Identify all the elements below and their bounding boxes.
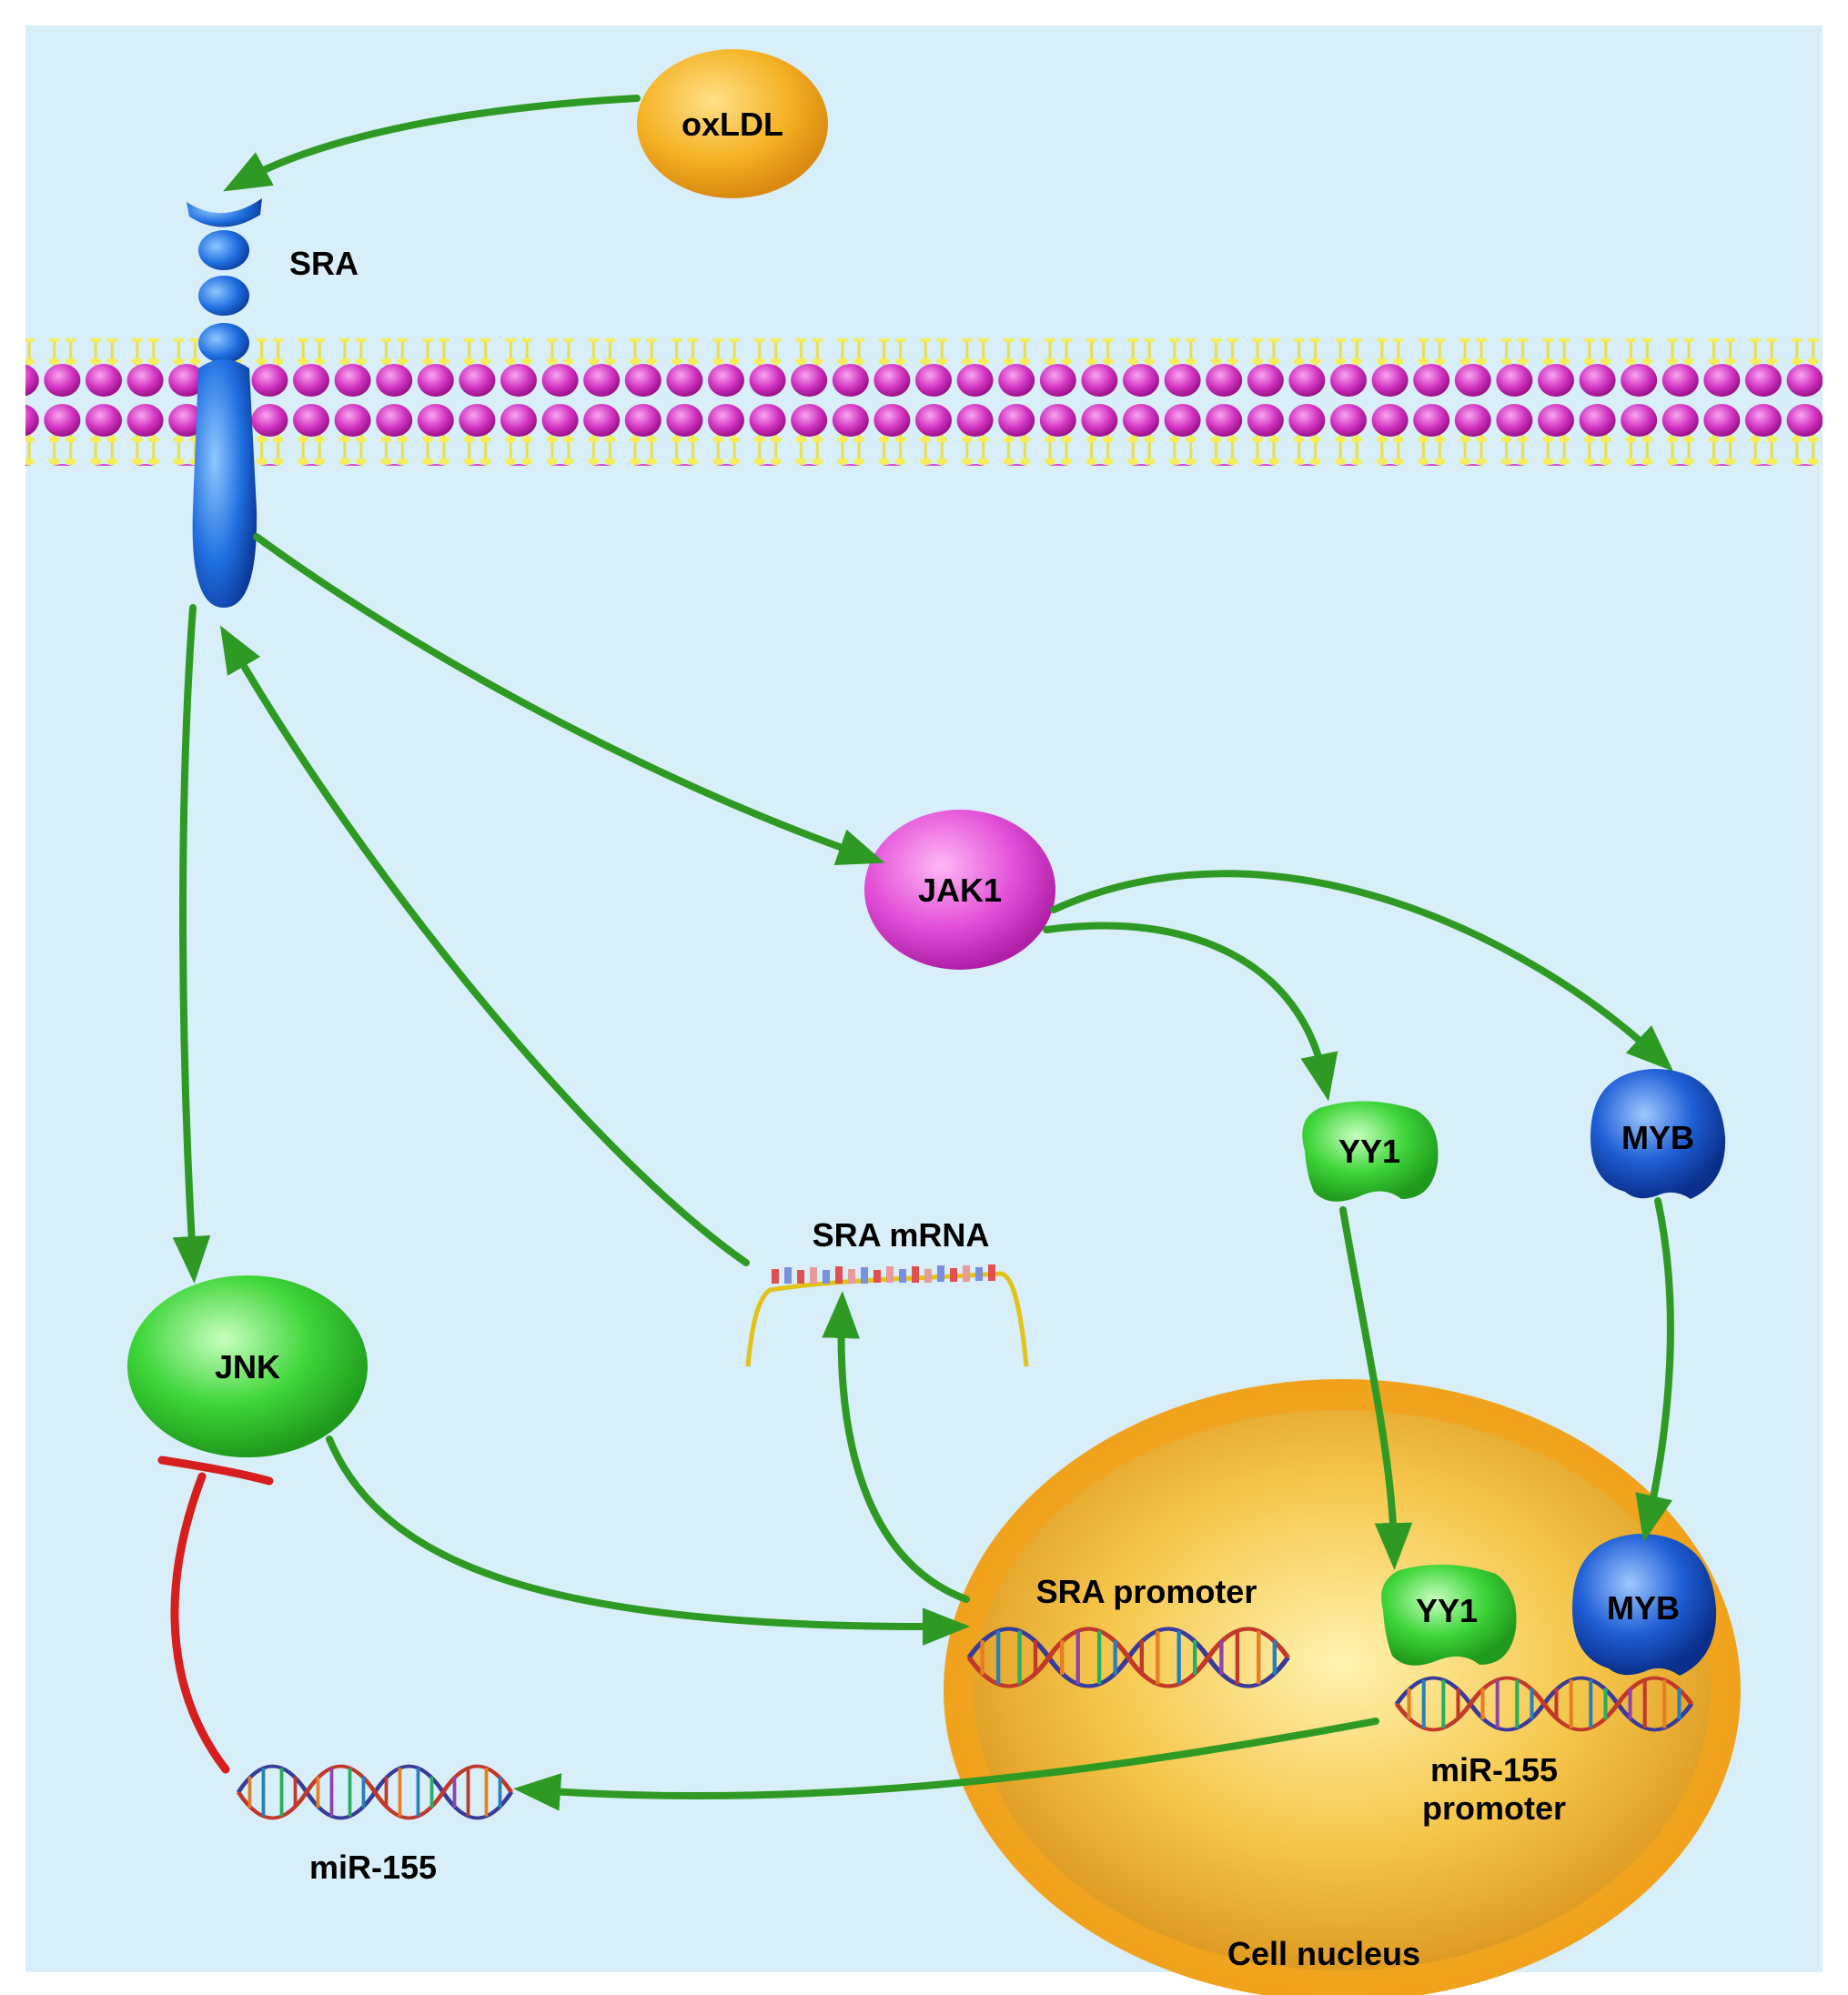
edge-myb-to-mir155-promoter <box>1635 1197 1674 1543</box>
sra-receptor-label: SRA <box>289 245 358 282</box>
edge-oxldl-to-sra <box>223 95 641 192</box>
mir155-promoter-label-line1: miR-155 <box>1430 1751 1558 1788</box>
mir155-promoter-label-line2: promoter <box>1422 1789 1566 1827</box>
jak1-node <box>864 810 1055 970</box>
edges <box>172 95 1674 1811</box>
edge-mir155-promoter-to-mir155 <box>513 1718 1379 1811</box>
jak1-label: JAK1 <box>918 872 1002 909</box>
yy1-nuc-node <box>1381 1564 1517 1666</box>
edge-sra-to-jnk <box>172 604 211 1284</box>
edge-jnk-to-sra-promoter <box>326 1436 970 1646</box>
myb-cyto-label: MYB <box>1621 1119 1694 1156</box>
edge-jak1-to-yy1 <box>1043 922 1338 1102</box>
oxldl-node <box>637 49 828 198</box>
myb-nuc-node <box>1572 1534 1717 1676</box>
yy1-cyto-label: YY1 <box>1338 1133 1400 1170</box>
cell-membrane <box>25 338 1823 466</box>
edge-sra-mrna-to-sra <box>219 625 750 1266</box>
mir155-label: miR-155 <box>309 1849 437 1886</box>
oxldl-label: oxLDL <box>682 106 783 143</box>
sra-mrna-label: SRA mRNA <box>813 1216 990 1254</box>
myb-nuc-label: MYB <box>1607 1589 1680 1627</box>
edge-sra-to-jak1 <box>253 533 885 866</box>
edge-jak1-to-myb <box>1050 870 1674 1072</box>
sra-promoter-label: SRA promoter <box>1036 1573 1257 1610</box>
myb-cyto-node <box>1590 1069 1726 1199</box>
edge-mir155-inhibits-jnk <box>157 1456 274 1774</box>
jnk-label: JNK <box>215 1348 280 1385</box>
sra-mrna-strand <box>745 1265 1029 1367</box>
edge-yy1-to-mir155-promoter <box>1339 1206 1413 1570</box>
yy1-nuc-label: YY1 <box>1416 1592 1478 1629</box>
jnk-node <box>127 1275 368 1457</box>
cell-nucleus-label: Cell nucleus <box>1227 1935 1420 1972</box>
yy1-cyto-node <box>1302 1101 1439 1202</box>
cell-nucleus <box>944 1379 1741 1995</box>
sra-receptor <box>187 198 262 608</box>
edge-sra-promoter-to-sra-mrna <box>822 1291 970 1603</box>
